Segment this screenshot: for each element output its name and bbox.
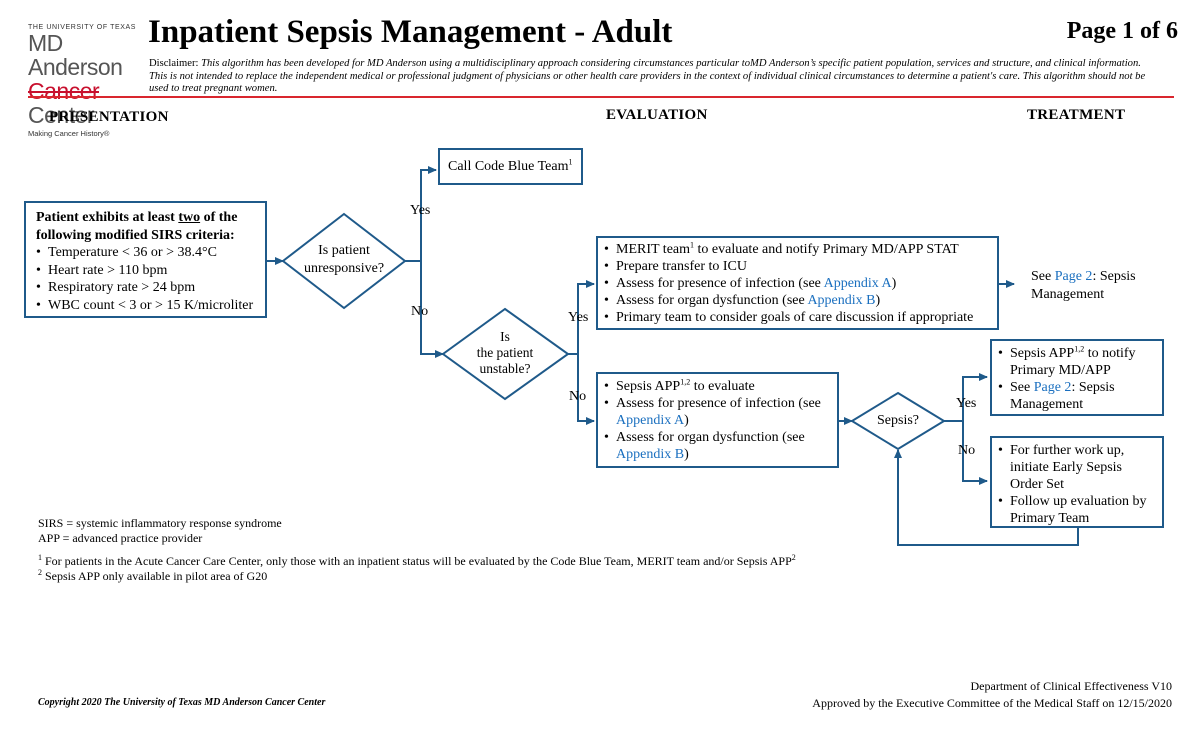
logo-cancer: Cancer (28, 78, 100, 104)
footnote-sirs: SIRS = systemic inflammatory response sy… (38, 516, 282, 530)
appendix-a-link[interactable]: Appendix A (823, 276, 892, 291)
decision-unstable-label: Is the patient unstable? (476, 329, 534, 376)
copyright: Copyright 2020 The University of Texas M… (38, 697, 326, 708)
appendix-a-link[interactable]: Appendix A (616, 413, 685, 428)
decision-sepsis-diamond (850, 391, 946, 451)
sirs-criteria-list: Temperature < 36 or > 38.4°C Heart rate … (36, 244, 255, 314)
department: Department of Clinical Effectiveness V10 (970, 679, 1173, 693)
list-item: For further work up, initiate Early Seps… (998, 442, 1156, 493)
list-item: Assess for organ dysfunction (see Append… (604, 292, 991, 309)
label-no-unresponsive: No (411, 304, 429, 319)
connector-sepsis-yes (962, 373, 988, 421)
connector-unstable-yes (577, 280, 595, 354)
list-item: Heart rate > 110 bpm (36, 262, 255, 280)
list-item: Follow up evaluation by Primary Team (998, 493, 1156, 527)
connector-sepsis-no (962, 421, 988, 485)
sirs-criteria-box: Patient exhibits at least two of the fol… (24, 201, 267, 318)
footnote-1: 1 For patients in the Acute Cancer Care … (38, 553, 796, 569)
see-page2-text: See Page 2: Sepsis Management (1031, 269, 1136, 302)
logo-center: Center (28, 102, 95, 128)
list-item: Prepare transfer to ICU (604, 258, 991, 275)
column-treatment: TREATMENT (1027, 107, 1126, 123)
list-item: Assess for organ dysfunction (see Append… (604, 429, 831, 463)
list-item: Assess for presence of infection (see Ap… (604, 275, 991, 292)
list-item: Sepsis APP1,2 to notify Primary MD/APP (998, 345, 1156, 379)
sirs-heading: Patient exhibits at least two of the fol… (36, 210, 238, 243)
sepsis-yes-box: Sepsis APP1,2 to notify Primary MD/APP S… (990, 339, 1164, 416)
disclaimer-label: Disclaimer: (149, 58, 199, 69)
list-item: WBC count < 3 or > 15 K/microliter (36, 297, 255, 315)
logo-university: THE UNIVERSITY OF TEXAS (28, 24, 137, 31)
approval-statement: Approved by the Executive Committee of t… (812, 696, 1172, 710)
decision-unresponsive-diamond (281, 212, 407, 310)
footer-approval: Department of Clinical Effectiveness V10… (672, 678, 1172, 712)
decision-sepsis-label: Sepsis? (877, 413, 919, 428)
list-item: See Page 2: Sepsis Management (998, 379, 1156, 413)
list-item: Respiratory rate > 24 bpm (36, 279, 255, 297)
header-divider (28, 96, 1174, 98)
page-title: Inpatient Sepsis Management - Adult (148, 14, 673, 50)
connector-yes-code-blue (420, 166, 437, 261)
list-item: Sepsis APP1,2 to evaluate (604, 378, 831, 395)
page2-link[interactable]: Page 2 (1033, 380, 1072, 395)
logo: THE UNIVERSITY OF TEXAS MD Anderson Canc… (28, 24, 138, 138)
footnote-app: APP = advanced practice provider (38, 531, 203, 545)
page2-link[interactable]: Page 2 (1054, 269, 1093, 284)
column-presentation: PRESENTATION (49, 109, 169, 125)
sepsis-app-box: Sepsis APP1,2 to evaluate Assess for pre… (596, 372, 839, 468)
label-yes-unresponsive: Yes (410, 203, 431, 218)
label-yes-unstable: Yes (568, 310, 589, 325)
list-item: Primary team to consider goals of care d… (604, 309, 991, 326)
connector-unstable-no (577, 354, 595, 425)
merit-team-box: MERIT team1 to evaluate and notify Prima… (596, 236, 999, 330)
decision-unstable-diamond (441, 307, 570, 401)
sepsis-no-box: For further work up, initiate Early Seps… (990, 436, 1164, 528)
label-no-sepsis: No (958, 443, 976, 458)
code-blue-box: Call Code Blue Team1 (438, 148, 583, 185)
disclaimer: Disclaimer: This algorithm has been deve… (149, 58, 1159, 96)
connector-followup-loop (894, 449, 1079, 546)
column-evaluation: EVALUATION (606, 107, 708, 123)
page-number: Page 1 of 6 (1066, 18, 1178, 44)
footnote-2: 2 Sepsis APP only available in pilot are… (38, 568, 268, 584)
decision-unresponsive-label: Is patient unresponsive? (303, 243, 385, 276)
footnotes: SIRS = systemic inflammatory response sy… (38, 516, 938, 584)
label-yes-sepsis: Yes (956, 396, 977, 411)
list-item: MERIT team1 to evaluate and notify Prima… (604, 241, 991, 258)
disclaimer-text: This algorithm has been developed for MD… (149, 58, 1146, 94)
list-item: Temperature < 36 or > 38.4°C (36, 244, 255, 262)
list-item: Assess for presence of infection (see Ap… (604, 395, 831, 429)
appendix-b-link[interactable]: Appendix B (616, 447, 685, 462)
label-no-unstable: No (569, 389, 587, 404)
connector-no-unstable (420, 261, 444, 358)
logo-md-anderson: MD Anderson (28, 30, 123, 80)
appendix-b-link[interactable]: Appendix B (807, 293, 876, 308)
logo-tagline: Making Cancer History® (28, 129, 110, 138)
logo-cancer-center: CancerCenter (28, 79, 138, 127)
